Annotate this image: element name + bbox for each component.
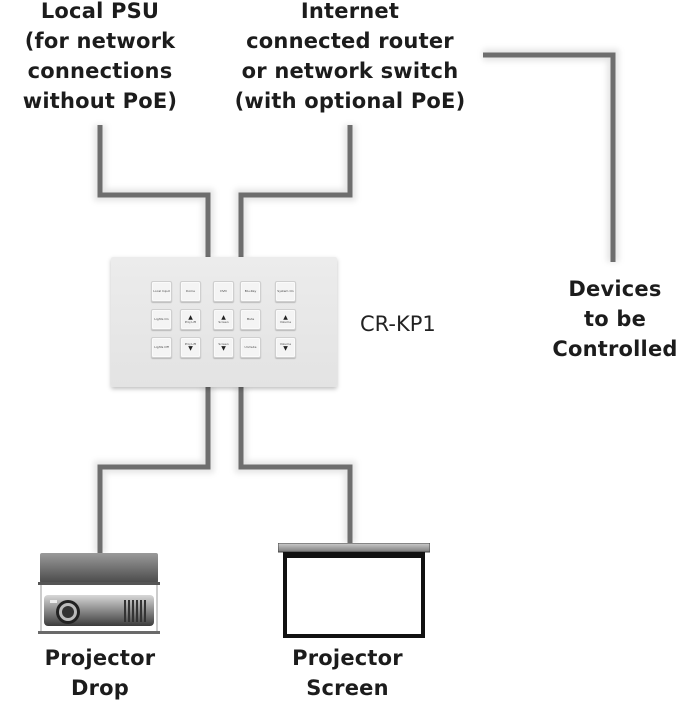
- label-line: connections: [27, 59, 173, 83]
- label-line: connected router: [246, 29, 454, 53]
- projector-drop-label: Projector Drop: [20, 643, 180, 703]
- devices-label: Devices to be Controlled: [540, 274, 690, 364]
- keypad-button[interactable]: ▲Screen: [213, 309, 234, 330]
- keypad-button[interactable]: Local Input: [151, 281, 172, 302]
- projector-drop-icon: [38, 553, 160, 634]
- keypad-button-label: Screen: [218, 319, 229, 324]
- label-line: (with optional PoE): [234, 89, 466, 113]
- keypad-button-label: Screen: [218, 341, 229, 346]
- cable-router-to-devices: [483, 52, 616, 262]
- keypad-button-label: Volume: [279, 319, 292, 324]
- router-label: Internet connected router or network swi…: [225, 0, 475, 116]
- keypad-button[interactable]: Lights Off: [151, 337, 172, 358]
- label-line: Local PSU: [40, 0, 160, 23]
- arrow-down-icon: ▼: [283, 345, 288, 353]
- keypad-button[interactable]: System On: [275, 281, 296, 302]
- cable-psu-to-keypad: [97, 125, 211, 257]
- keypad-button-label: Dome: [186, 288, 195, 293]
- arrow-up-icon: ▲: [221, 313, 226, 321]
- label-line: Drop: [70, 676, 130, 700]
- label-line: (for network: [24, 29, 176, 53]
- keypad-button-label: Local Input: [153, 288, 170, 293]
- keypad-button-label: Blu-Ray: [244, 288, 257, 293]
- keypad-button-label: System On: [277, 288, 294, 293]
- keypad-button[interactable]: ▲Volume: [275, 309, 296, 330]
- label-line: without PoE): [22, 89, 178, 113]
- projector-screen-label: Projector Screen: [265, 643, 430, 703]
- keypad-button-label: DVD: [220, 288, 227, 293]
- cable-keypad-to-projector-drop: [97, 387, 211, 553]
- keypad-button[interactable]: DVD: [213, 281, 234, 302]
- keypad-button[interactable]: Blu-Ray: [240, 281, 261, 302]
- keypad-button[interactable]: Screen▼: [213, 337, 234, 358]
- label-line: Projector: [292, 646, 403, 670]
- arrow-up-icon: ▲: [188, 313, 193, 321]
- keypad-button[interactable]: Mute: [240, 309, 261, 330]
- label-line: Controlled: [552, 337, 678, 361]
- keypad-button-label: Proj Lift: [184, 341, 197, 346]
- keypad-button-label: Proj Lift: [184, 319, 197, 324]
- label-line: or network switch: [241, 59, 459, 83]
- label-line: Internet: [300, 0, 400, 23]
- keypad-device: Local Input Dome DVD Blu-Ray System On Lights…: [111, 257, 337, 387]
- keypad-button-label: Lights Off: [154, 344, 169, 349]
- keypad-button[interactable]: Unmute: [240, 337, 261, 358]
- label-line: Projector: [44, 646, 156, 670]
- label-line: to be: [583, 307, 647, 331]
- cable-router-to-keypad: [238, 125, 353, 257]
- local-psu-label: Local PSU (for network connections witho…: [10, 0, 190, 116]
- keypad-button[interactable]: Dome: [180, 281, 201, 302]
- keypad-model-label: CR-KP1: [360, 312, 436, 336]
- projector-screen-icon: [278, 543, 430, 638]
- label-line: Screen: [306, 676, 389, 700]
- label-line: Devices: [568, 277, 662, 301]
- arrow-down-icon: ▼: [188, 345, 193, 353]
- keypad-button[interactable]: Proj Lift▼: [180, 337, 201, 358]
- cable-keypad-to-projector-screen: [238, 387, 353, 543]
- keypad-button-label: Lights On: [154, 316, 169, 321]
- keypad-button[interactable]: ▲Proj Lift: [180, 309, 201, 330]
- keypad-button[interactable]: Volume▼: [275, 337, 296, 358]
- keypad-button[interactable]: Lights On: [151, 309, 172, 330]
- arrow-down-icon: ▼: [221, 345, 226, 353]
- arrow-up-icon: ▲: [283, 313, 288, 321]
- keypad-button-label: Unmute: [244, 344, 257, 349]
- keypad-button-label: Mute: [246, 316, 255, 321]
- keypad-button-label: Volume: [279, 341, 292, 346]
